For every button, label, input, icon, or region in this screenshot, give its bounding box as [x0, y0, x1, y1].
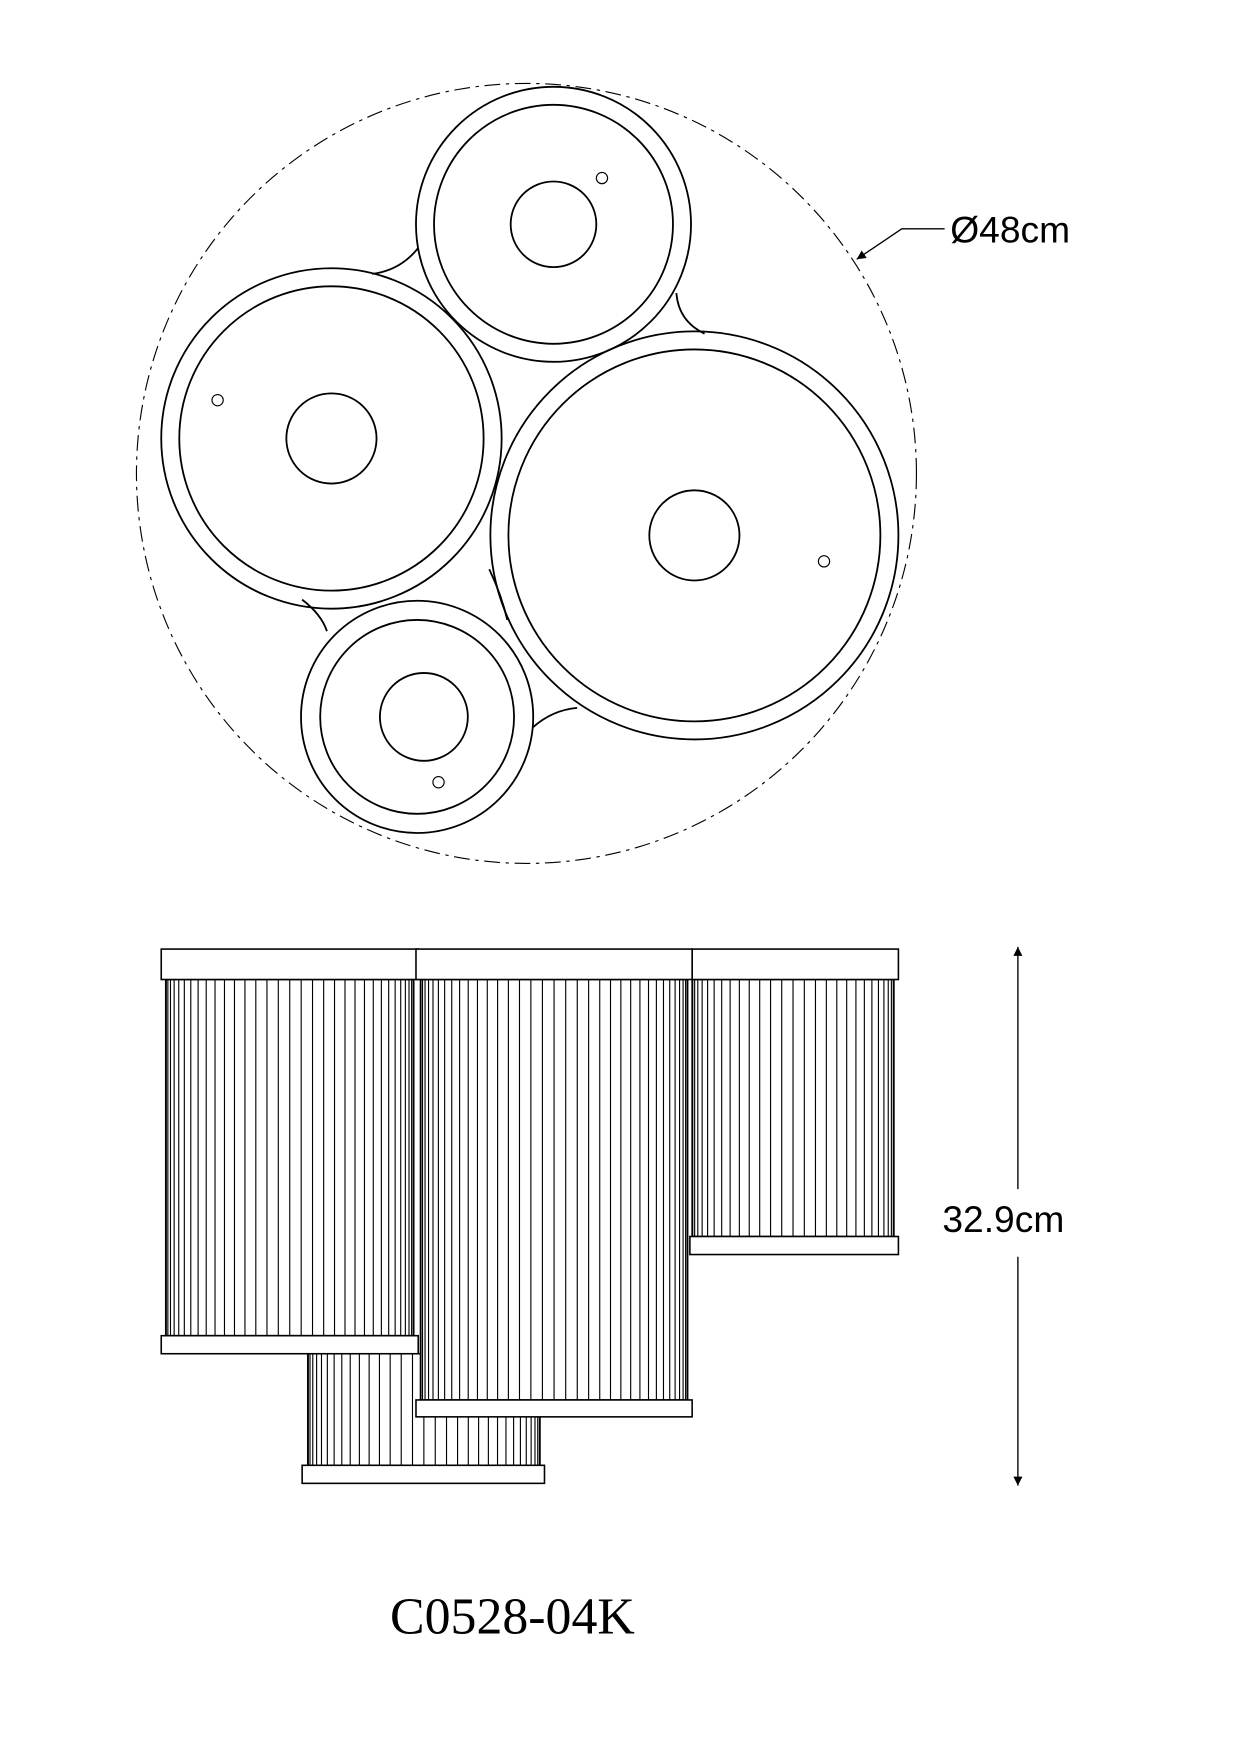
connector-fillet	[301, 598, 328, 632]
shade-top-cap-left	[160, 948, 420, 981]
shade-right	[489, 330, 900, 741]
connector-fillet	[675, 292, 705, 335]
overall-diameter-outline	[135, 82, 918, 864]
connector-fillet	[532, 706, 578, 728]
connector-fillet	[371, 247, 419, 275]
diameter-label: Ø48cm	[950, 208, 1070, 250]
shade-bottom-small	[300, 599, 535, 834]
shade-left	[160, 267, 503, 610]
shade-bottom-ring-left	[160, 1334, 420, 1355]
shade-top-cap-right	[691, 948, 900, 981]
side-view	[160, 948, 900, 1485]
height-label: 32.9cm	[942, 1198, 1064, 1240]
height-dimension: 32.9cm	[942, 946, 1064, 1486]
shade-top-cap-middle	[415, 948, 693, 981]
shade-bottom-ring-right	[689, 1235, 900, 1256]
top-view: Ø48cm	[135, 82, 1070, 864]
diameter-leader-arrow	[856, 228, 945, 260]
shade-bottom-ring-middle	[415, 1399, 693, 1418]
shade-bottom-ring-bottom-small	[301, 1464, 546, 1485]
model-code: C0528-04K	[390, 1588, 635, 1645]
shade-top-small	[415, 85, 692, 363]
